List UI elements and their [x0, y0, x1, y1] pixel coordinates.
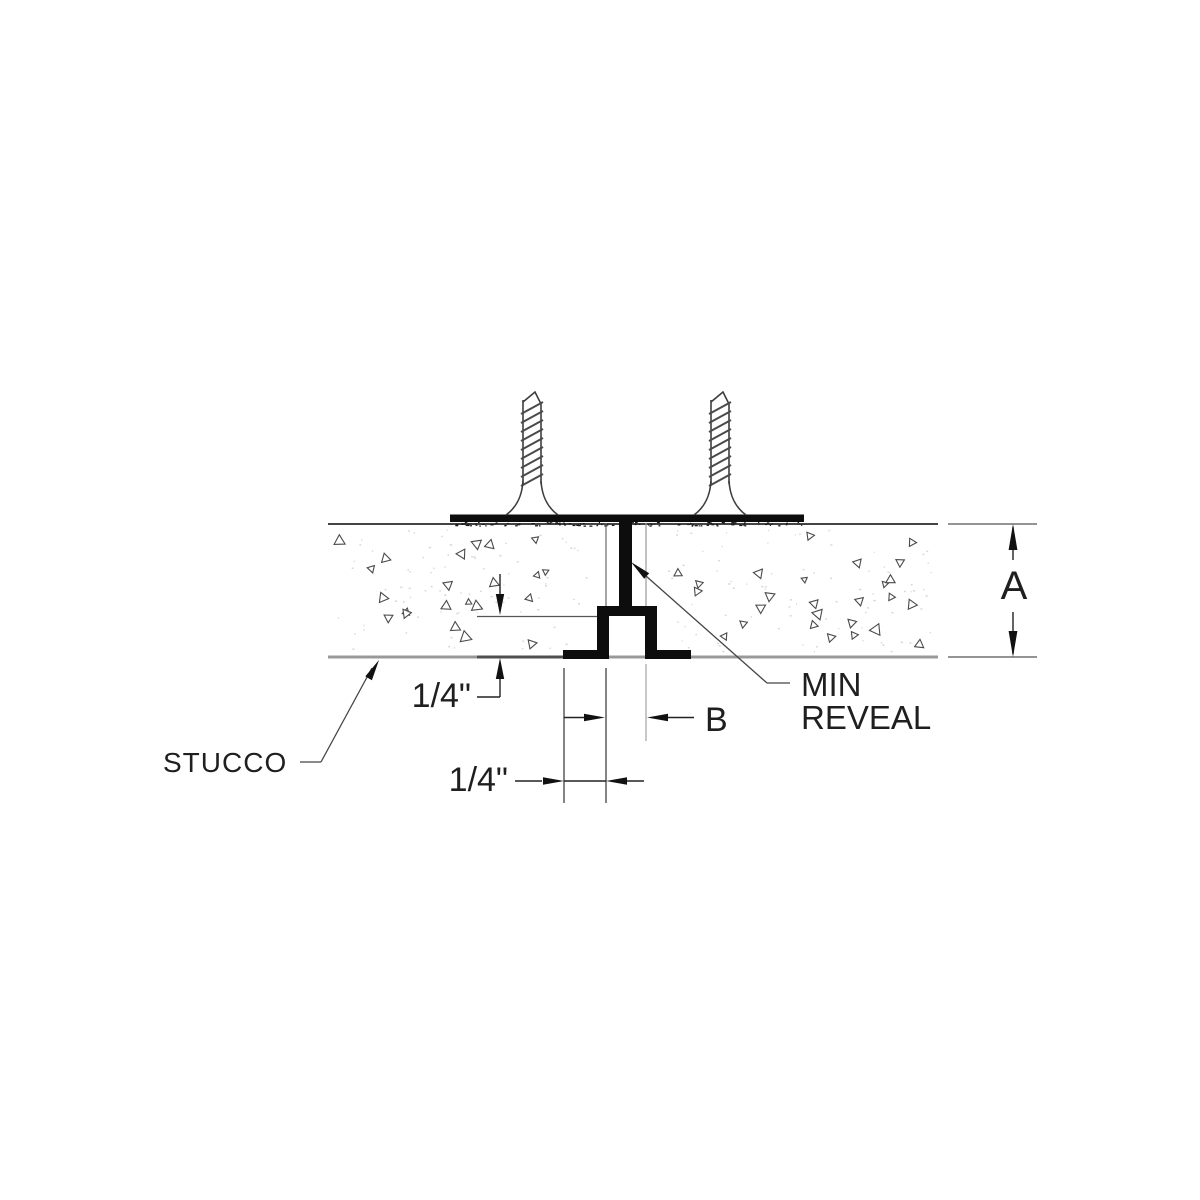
dimension-a: A: [948, 523, 1037, 658]
profile-left-foot: [563, 650, 609, 659]
dim-qh-arrow-right-icon: [543, 777, 564, 785]
dim-qh-label: 1/4": [449, 761, 508, 799]
dim-a-arrow-down-icon: [1008, 631, 1018, 657]
stucco-layer: [328, 523, 938, 659]
profile-right-leg: [645, 614, 657, 654]
dim-qv-arrow-down-icon: [495, 594, 505, 615]
profile-ledge: [597, 606, 657, 616]
stucco-label: STUCCO: [163, 747, 287, 778]
dim-qv-arrow-up-icon: [495, 658, 505, 679]
dim-a-label: A: [1001, 564, 1028, 608]
reveal-profile: [563, 521, 691, 659]
dim-b-arrow-left-icon: [647, 713, 668, 722]
dim-qh-arrow-left-icon: [606, 777, 627, 785]
fastening-assembly: [450, 391, 804, 527]
min-reveal-callout: MIN REVEAL: [631, 562, 931, 736]
min-reveal-leader-arrow-icon: [631, 562, 650, 579]
dim-b-label: B: [705, 701, 728, 739]
profile-stem: [619, 521, 632, 611]
stucco-callout: STUCCO: [163, 660, 379, 778]
min-reveal-leader-diagonal: [645, 575, 768, 684]
dim-b-arrow-right-icon: [584, 713, 605, 722]
dimension-quarter-horizontal: 1/4": [449, 761, 644, 799]
min-reveal-label-line2: REVEAL: [801, 699, 931, 736]
attachment-flange: [450, 514, 804, 522]
dimension-quarter-vertical: 1/4": [412, 574, 597, 715]
stucco-leader-arrow-icon: [365, 660, 379, 681]
profile-right-foot: [645, 650, 691, 659]
stucco-leader-diagonal: [320, 667, 373, 763]
dim-qv-label: 1/4": [412, 677, 471, 715]
dim-a-arrow-up-icon: [1008, 524, 1018, 550]
screw-left-icon: [505, 391, 559, 516]
min-reveal-label-line1: MIN: [801, 666, 862, 703]
profile-left-leg: [597, 614, 609, 654]
stucco-texture: [333, 529, 932, 653]
screw-right-icon: [693, 391, 747, 516]
dimension-b: B: [563, 664, 728, 803]
